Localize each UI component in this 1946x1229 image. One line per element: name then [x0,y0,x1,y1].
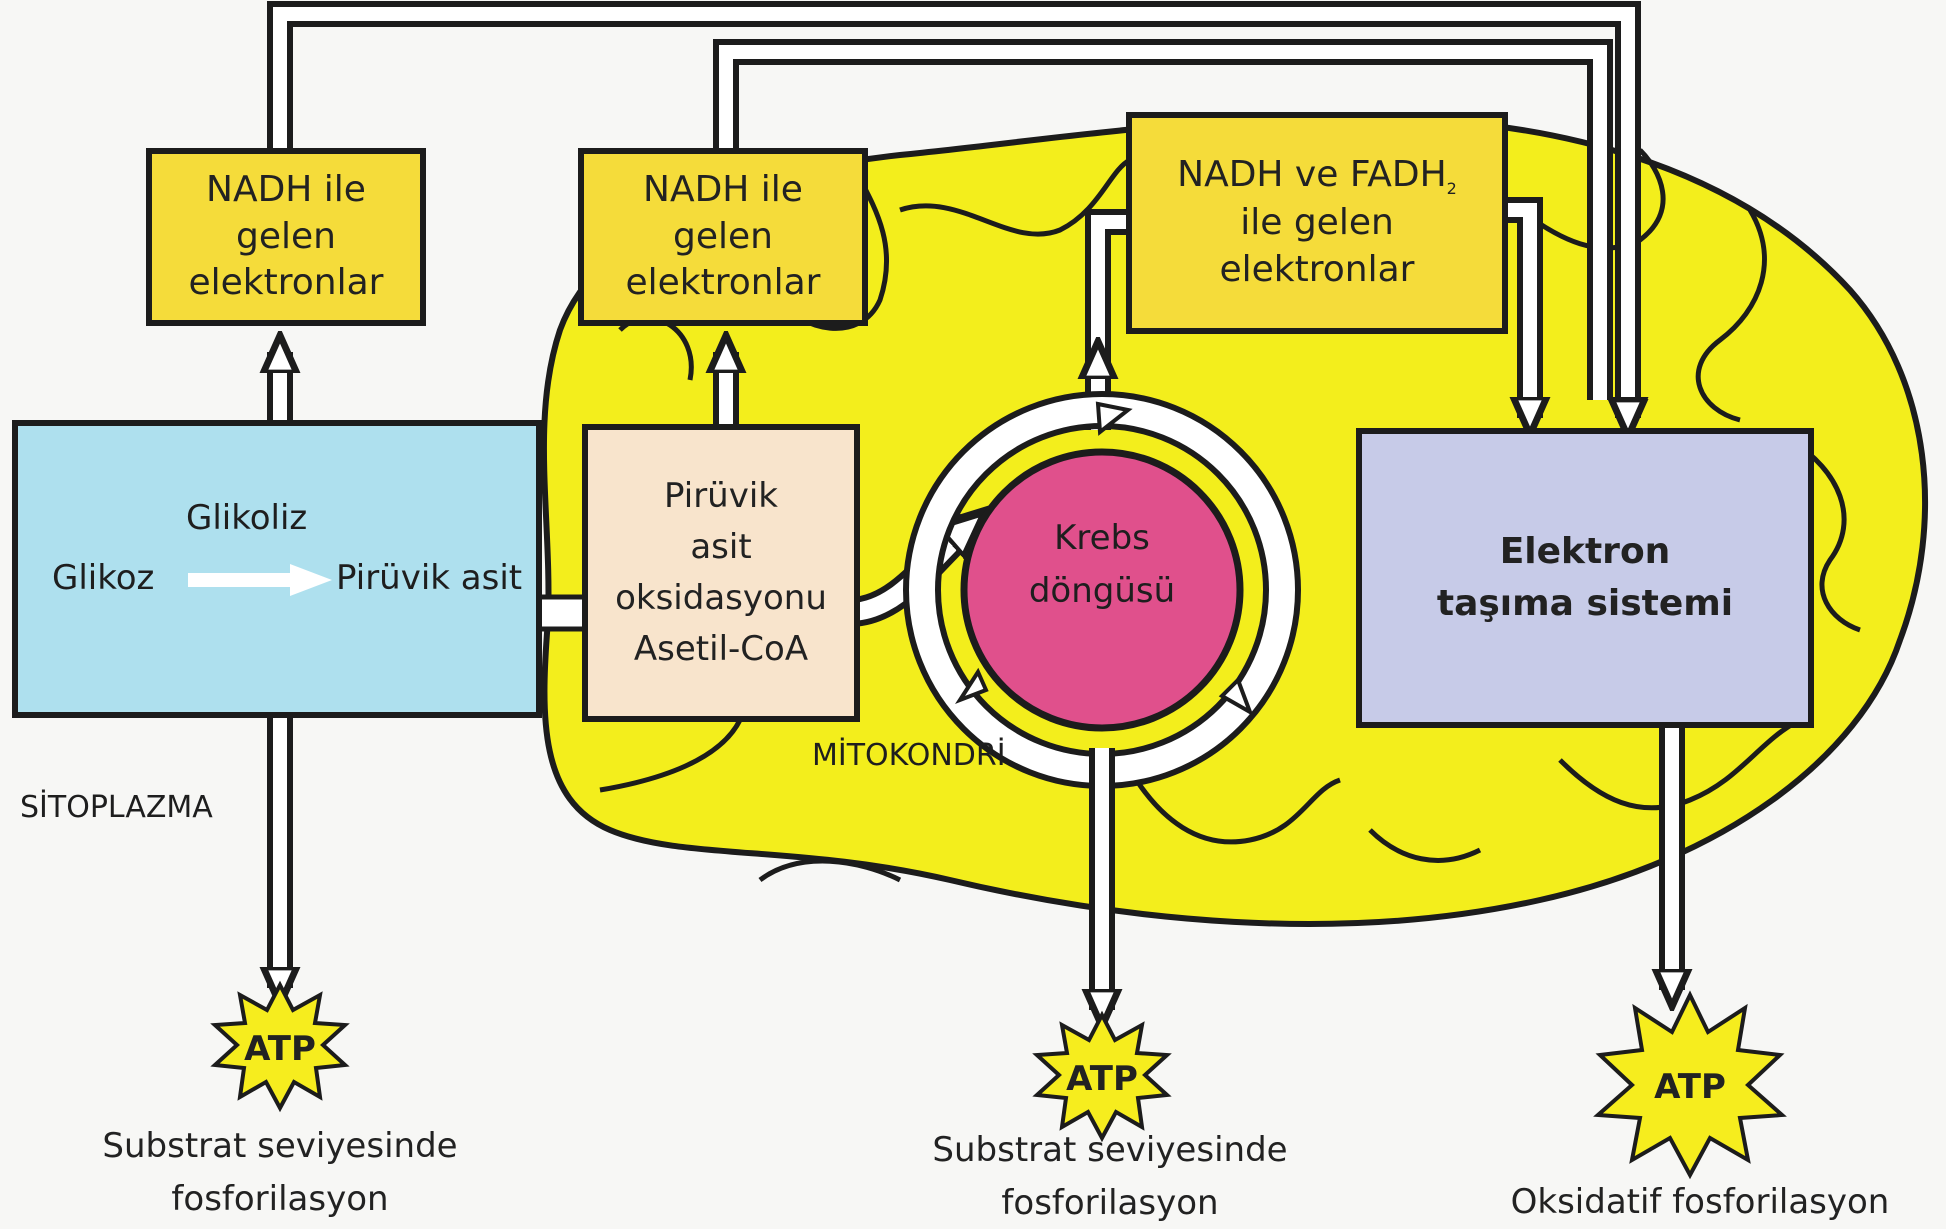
ets-line1: Elektron [1499,530,1671,572]
glycolysis-start: Glikoz [52,558,155,598]
caption-left: Substrat seviyesinde fosforilasyon [100,1120,460,1225]
atp-label-middle: ATP [1066,1059,1138,1099]
nadh-middle-line3: elektronlar [625,262,821,304]
pyruvate-line2: asit [690,527,752,567]
pyruvate-oxidation-box: Pirüvik asit oksidasyonu Asetil-CoA [582,424,860,722]
krebs-circle [960,448,1244,732]
nadh-left-line1: NADH ile [206,168,366,210]
up-arrows [280,209,1126,430]
atp-label-right: ATP [1654,1067,1726,1107]
glycolysis-end: Pirüvik asit [336,558,523,598]
mitochondria-label: MİTOKONDRİ [812,738,1006,773]
krebs-ring-arrowheads [955,401,1254,717]
cytoplasm-label: SİTOPLAZMA [20,790,213,825]
caption-middle-line2: fosforilasyon [1001,1182,1219,1223]
krebs-label: Krebs döngüsü [1002,512,1202,617]
nadh-box-left: NADH ile gelen elektronlar [146,148,426,326]
caption-left-line2: fosforilasyon [171,1178,389,1219]
atp-star-middle: ATP [1032,1010,1172,1143]
nadh-fadh-box: NADH ve FADH2 ile gelen elektronlar [1126,112,1508,334]
nadh-box-middle: NADH ile gelen elektronlar [578,148,868,326]
nadh-fadh-line3: elektronlar [1219,248,1415,290]
caption-right-line1: Oksidatif fosforilasyon [1510,1182,1890,1222]
glycolysis-title: Glikoliz [186,498,308,538]
nadh-middle-line2: gelen [673,215,773,257]
caption-left-line1: Substrat seviyesinde [102,1126,458,1166]
pyruvate-line1: Pirüvik [664,476,778,516]
nadh-middle-line1: NADH ile [643,168,803,210]
caption-middle-line1: Substrat seviyesinde [932,1130,1288,1170]
glycolysis-arrow [188,564,332,596]
fadh-subscript: 2 [1446,179,1457,199]
down-arrows [280,718,1672,1010]
caption-middle: Substrat seviyesinde fosforilasyon [930,1124,1290,1229]
connector-glycolysis-pyruvate [535,594,589,632]
atp-star-left: ATP [210,980,350,1113]
krebs-line1: Krebs [1054,518,1150,558]
nadh-fadh-line2: ile gelen [1240,202,1394,244]
nadh-left-line2: gelen [236,215,336,257]
electron-flow-arrows [267,1,1628,420]
nadh-left-line3: elektronlar [188,262,384,304]
caption-right: Oksidatif fosforilasyon [1480,1176,1920,1229]
nadh-fadh-prefix: NADH ve FADH [1177,154,1447,196]
electron-transport-box: Elektron taşıma sistemi [1356,428,1814,728]
ets-line2: taşıma sistemi [1436,583,1734,624]
pyruvate-line4: Asetil-CoA [633,629,809,669]
krebs-line2: döngüsü [1028,570,1176,611]
glycolysis-box: Glikoliz Glikoz Pirüvik asit [12,420,542,718]
atp-star-right: ATP [1593,990,1787,1180]
pyruvate-line3: oksidasyonu [615,578,827,618]
nadh-fadh-line1: NADH ve FADH2 [1177,152,1457,200]
atp-label-left: ATP [244,1029,316,1069]
